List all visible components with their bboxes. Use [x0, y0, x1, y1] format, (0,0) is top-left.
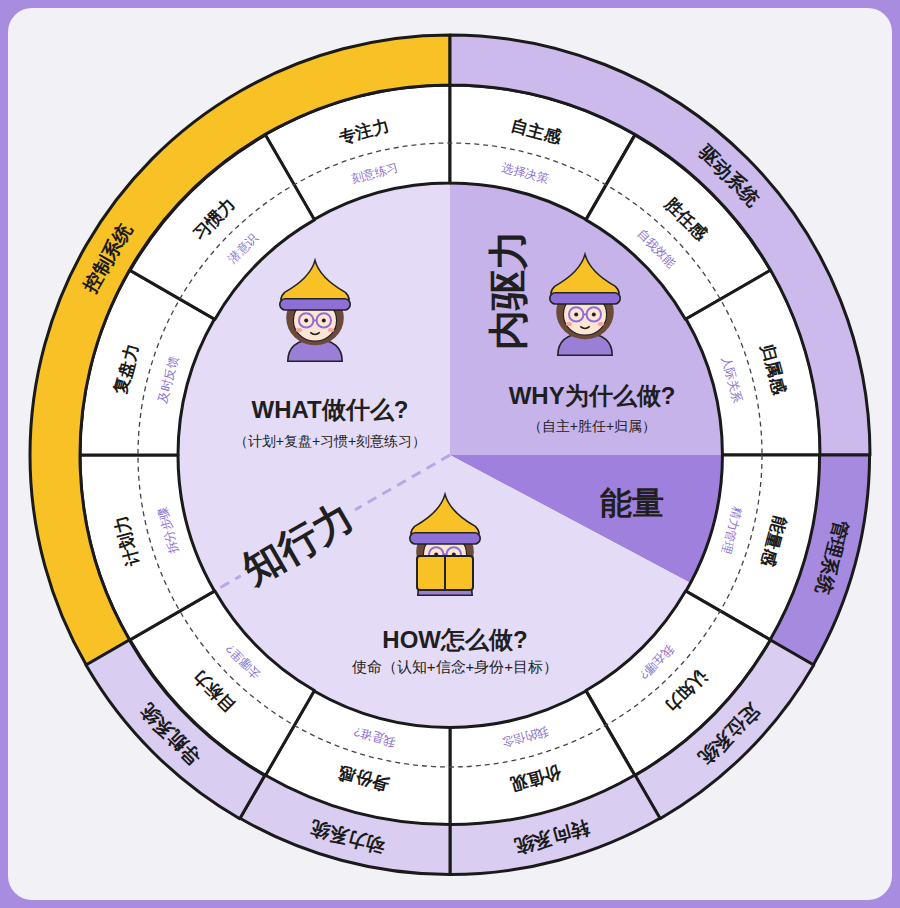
shape-fill [450, 775, 660, 875]
girl-figure [410, 494, 480, 595]
shape-fill [635, 640, 814, 819]
girl-figure [550, 254, 620, 355]
shape-fill [86, 640, 265, 819]
girl-figure [280, 260, 350, 361]
shape-fill [770, 455, 870, 665]
shape-fill [30, 35, 450, 665]
book-icon [417, 556, 473, 590]
card-ground [8, 8, 892, 900]
system-band: 动力系统 [237, 772, 453, 878]
sector-subtitle: （自主+胜任+归属） [528, 418, 656, 434]
sector-subtitle: （计划+复盘+习惯+刻意练习） [234, 433, 427, 449]
sector-title: 能量 [600, 485, 664, 522]
sector-title: HOW怎么做? [382, 626, 527, 654]
system-band: 转向系统 [447, 772, 663, 878]
shape-fill [240, 775, 450, 875]
shape-fill [450, 35, 870, 455]
sector-title: WHAT做什么? [252, 396, 409, 424]
sector-heading: 内驱力 [485, 230, 531, 350]
axis-label: 知行力 [229, 490, 366, 596]
system-band: 管理系统 [767, 452, 873, 668]
sector-title: WHY为什么做? [509, 382, 676, 410]
sector-subtitle: 使命（认知+信念+身份+目标） [352, 658, 558, 675]
shape-fill [450, 183, 722, 455]
book-spine [444, 556, 446, 590]
dashed-ring [138, 143, 762, 767]
